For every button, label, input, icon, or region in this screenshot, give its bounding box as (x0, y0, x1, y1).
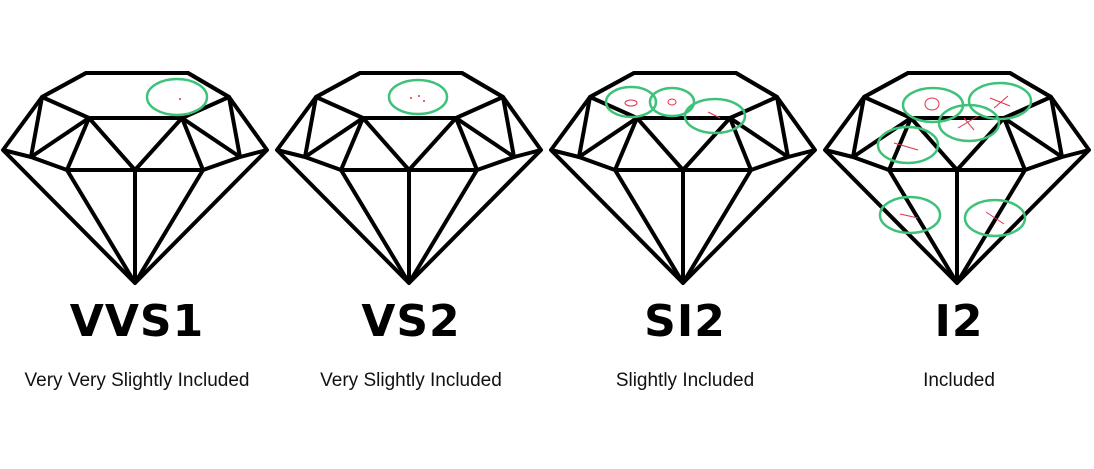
clarity-description: Included (923, 370, 995, 391)
inclusion-markers (604, 85, 747, 135)
inclusion-highlight-circle (876, 125, 940, 165)
clarity-description: Slightly Included (615, 370, 755, 391)
inclusion-markers (387, 78, 449, 116)
inclusion-highlight-circle (145, 77, 209, 117)
diamond-illustration (1, 71, 269, 285)
inclusion-dot (179, 98, 181, 100)
diamond-illustration (275, 71, 543, 285)
inclusion-highlight-circle (683, 97, 747, 135)
inclusion-highlight-circle (604, 85, 658, 119)
diamond-illustration (823, 71, 1091, 285)
inclusion-mark (924, 97, 940, 111)
inclusion-highlight-circle (648, 86, 696, 118)
diamond-panel-vvs1: VVS1 Very Very Slightly Included (0, 0, 274, 469)
inclusion-highlight-circle (967, 81, 1033, 121)
clarity-grade-label: I2 (934, 296, 984, 347)
inclusion-mark (893, 142, 919, 151)
inclusion-mark (957, 115, 979, 131)
diamond-outline (823, 71, 1091, 285)
inclusion-mark (989, 95, 1011, 109)
clarity-description: Very Slightly Included (320, 370, 502, 391)
diamond-panel-vs2: VS2 Very Slightly Included (274, 0, 548, 469)
diamond-illustration (549, 71, 817, 285)
inclusion-mark (624, 99, 638, 107)
clarity-description: Very Very Slightly Included (24, 370, 250, 391)
inclusion-markers (876, 81, 1033, 238)
inclusion-highlight-circle (387, 78, 449, 116)
diamond-outline (549, 71, 817, 285)
inclusion-mark (707, 111, 721, 119)
clarity-grade-label: SI2 (644, 296, 726, 347)
diamond-outline (1, 71, 269, 285)
inclusion-dot (423, 100, 425, 102)
inclusion-highlight-circle (937, 103, 1001, 143)
inclusion-dot (410, 97, 412, 99)
inclusion-dot (418, 95, 420, 97)
clarity-grade-label: VS2 (361, 296, 461, 347)
inclusion-mark (667, 98, 677, 106)
diamond-panel-i2: I2 Included (822, 0, 1094, 469)
diamond-outline (275, 71, 543, 285)
clarity-grade-label: VVS1 (69, 296, 205, 347)
inclusion-markers (145, 77, 209, 117)
inclusion-highlight-circle (963, 198, 1027, 238)
inclusion-highlight-circle (878, 195, 942, 235)
diamond-panel-si2: SI2 Slightly Included (548, 0, 822, 469)
inclusion-mark (899, 213, 919, 219)
inclusion-mark (985, 211, 1005, 225)
